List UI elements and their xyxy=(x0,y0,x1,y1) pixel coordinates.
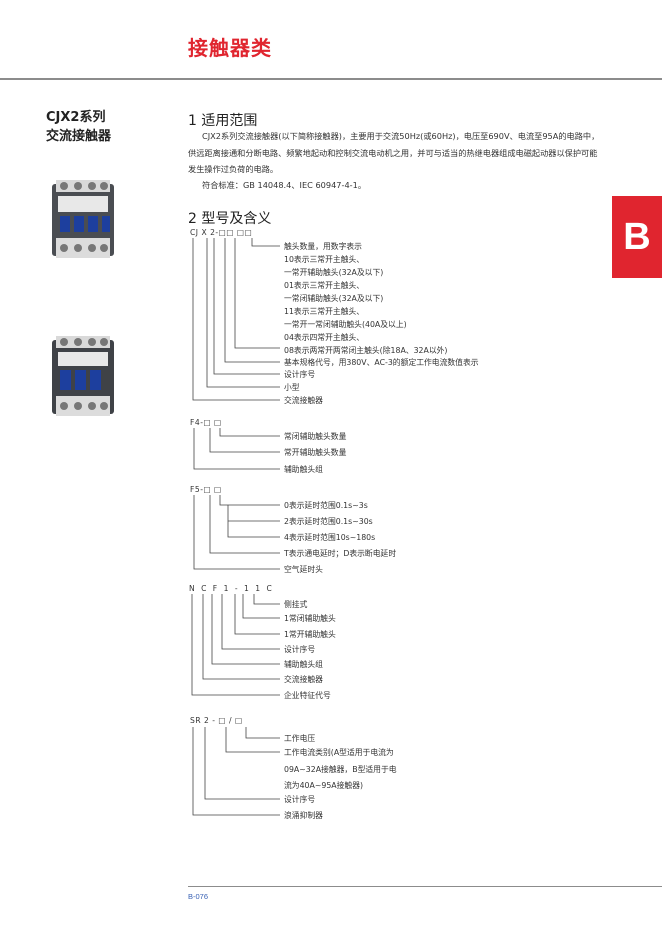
cjx2-desc-3: 01表示三常开主触头、 xyxy=(284,281,365,290)
series-name-line1: CJX2系列 xyxy=(46,110,106,125)
ncf-desc-1: 1常闭辅助触头 xyxy=(284,614,336,623)
f5-desc-1: 2表示延时范围0.1s~30s xyxy=(284,517,373,526)
contactor-photo-1 xyxy=(52,180,114,258)
section-2-title: 2 型号及含义 xyxy=(188,211,272,227)
sr-desc-3: 流为40A~95A接触器) xyxy=(284,781,364,790)
header-divider xyxy=(0,78,662,80)
cjx2-model-code: CJ X 2-□□ □□ xyxy=(190,228,253,237)
sr-desc-0: 工作电压 xyxy=(284,734,316,743)
cjx2-desc-2: 一常开辅助触头(32A及以下) xyxy=(284,268,384,277)
f5-desc-2: 4表示延时范围10s~180s xyxy=(284,533,376,542)
cjx2-desc-4: 一常闭辅助触头(32A及以下) xyxy=(284,294,384,303)
ncf-desc-2: 1常开辅助触头 xyxy=(284,630,336,639)
sr-desc-1: 工作电流类别(A型适用于电流为 xyxy=(284,748,394,757)
f5-model-code: F5-□ □ xyxy=(190,485,222,494)
footer-divider xyxy=(188,886,662,887)
scope-paragraph: CJX2系列交流接触器(以下简称接触器)，主要用于交流50Hz(或60Hz)，电… xyxy=(188,131,600,174)
cjx2-desc-5: 11表示三常开主触头、 xyxy=(284,307,365,316)
series-title: CJX2系列 交流接触器 xyxy=(46,108,111,146)
f4-desc-1: 常开辅助触头数量 xyxy=(284,448,347,457)
section-1-title: 1 适用范围 xyxy=(188,113,258,129)
sr-desc-5: 浪涌抑制器 xyxy=(284,811,323,820)
f5-desc-3: T表示通电延时；D表示断电延时 xyxy=(284,549,397,558)
ncf-model-code: N C F 1 - 1 1 C xyxy=(189,584,274,593)
cjx2-desc-12: 交流接触器 xyxy=(284,396,323,405)
cjx2-desc-8: 08表示两常开两常闭主触头(除18A、32A以外) xyxy=(284,346,448,355)
ncf-desc-4: 辅助触头组 xyxy=(284,660,323,669)
ncf-desc-3: 设计序号 xyxy=(284,645,316,654)
page-number: B-076 xyxy=(188,892,209,901)
ncf-desc-5: 交流接触器 xyxy=(284,675,323,684)
page-title: 接触器类 xyxy=(188,36,272,60)
sr-model-code: SR 2 - □ / □ xyxy=(190,716,243,725)
ncf-desc-0: 侧挂式 xyxy=(284,600,308,609)
sr-desc-4: 设计序号 xyxy=(284,795,316,804)
f5-desc-4: 空气延时头 xyxy=(284,565,323,574)
series-name-line2: 交流接触器 xyxy=(46,129,112,144)
contactor-photo-2 xyxy=(52,336,114,416)
sr-desc-2: 09A~32A接触器，B型适用于电 xyxy=(284,765,397,774)
cjx2-desc-1: 10表示三常开主触头、 xyxy=(284,255,365,264)
f4-desc-2: 辅助触头组 xyxy=(284,465,323,474)
cjx2-desc-6: 一常开一常闭辅助触头(40A及以上) xyxy=(284,320,407,329)
section-tab-b: B xyxy=(612,196,662,278)
cjx2-desc-7: 04表示四常开主触头、 xyxy=(284,333,365,342)
f5-desc-0: 0表示延时范围0.1s~3s xyxy=(284,501,368,510)
f4-desc-0: 常闭辅助触头数量 xyxy=(284,432,347,441)
cjx2-desc-9: 基本规格代号，用380V、AC-3的额定工作电流数值表示 xyxy=(284,358,479,367)
cjx2-desc-11: 小型 xyxy=(284,383,300,392)
ncf-desc-6: 企业特征代号 xyxy=(284,691,331,700)
cjx2-desc-0: 触头数量，用数字表示 xyxy=(284,242,362,251)
standard-text: 符合标准：GB 14048.4、IEC 60947-4-1。 xyxy=(202,180,367,190)
cjx2-desc-10: 设计序号 xyxy=(284,370,316,379)
f4-model-code: F4-□ □ xyxy=(190,418,222,427)
